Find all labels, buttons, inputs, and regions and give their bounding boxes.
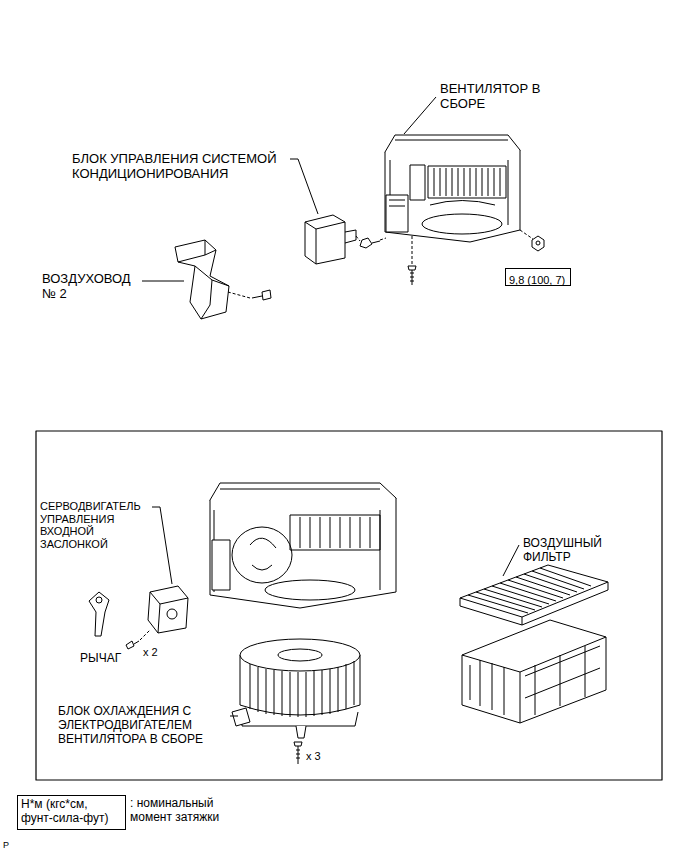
legend-box: Н*м (кгс*см, фунт-сила-фут) (17, 795, 126, 830)
frame (36, 431, 662, 780)
leader-line (230, 716, 238, 717)
nut (520, 230, 544, 251)
part-name: БЛОК УПРАВЛЕНИЯ СИСТЕМОЙ КОНДИЦИОНИРОВАН… (72, 152, 307, 182)
node-text: 9,8 (100, 7) (509, 274, 565, 287)
leader-line (290, 159, 318, 214)
air-duct (175, 240, 229, 319)
leader-line (404, 97, 436, 134)
air-filter (460, 565, 608, 723)
leader-line (142, 281, 184, 282)
blower-case (210, 483, 396, 608)
blower-assembly (385, 135, 520, 242)
screw (228, 290, 271, 300)
part-name: БЛОК ОХЛАЖДЕНИЯ С ЭЛЕКТРОДВИГАТЕЛЕМ ВЕНТ… (58, 705, 230, 746)
lever (89, 592, 109, 636)
screw (408, 236, 416, 285)
screw (294, 742, 302, 764)
part-name: ВОЗДУШНЫЙ ФИЛЬТР (523, 537, 613, 565)
legend-text: : номинальный момент затяжки (130, 797, 242, 825)
part-name: ВЕНТИЛЯТОР В СБОРЕ (440, 82, 555, 112)
quantity: x 2 (143, 646, 173, 659)
quantity: x 3 (306, 750, 336, 763)
leader-line (503, 545, 519, 576)
bolt (360, 238, 380, 248)
part-name: РЫЧАГ (80, 652, 150, 666)
servo-motor (148, 586, 188, 633)
control-unit (305, 215, 356, 264)
part-name: ВОЗДУХОВОД № 2 (42, 272, 147, 302)
node-text: Н*м (кгс*см, фунт-сила-фут) (21, 798, 121, 826)
axis-line (356, 236, 386, 241)
blower-motor (232, 639, 360, 738)
leader-line (152, 507, 172, 584)
part-name: СЕРВОДВИГАТЕЛЬ УПРАВЛЕНИЯ ВХОДНОЙ ЗАСЛОН… (40, 500, 158, 551)
page-mark: P (3, 840, 23, 850)
torque-box: 9,8 (100, 7) (505, 268, 571, 286)
